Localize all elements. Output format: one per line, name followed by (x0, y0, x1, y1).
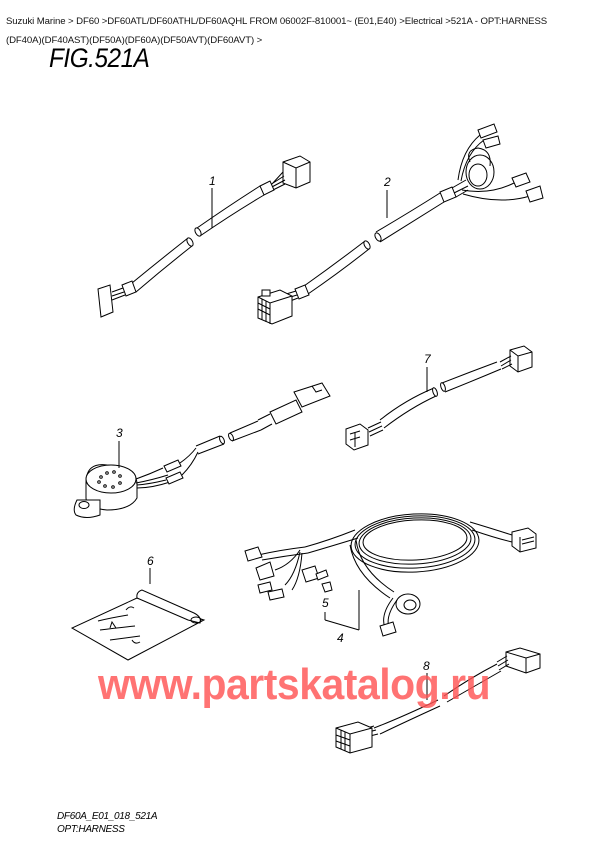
part-1-harness[interactable]: 1 (97, 155, 311, 318)
figure-footer: DF60A_E01_018_521A OPT:HARNESS (57, 810, 158, 836)
callout-3: 3 (116, 426, 123, 440)
part-3-buzzer[interactable]: 3 (73, 382, 331, 518)
callout-6: 6 (147, 554, 154, 568)
callout-7: 7 (424, 352, 432, 366)
part-8-extension-harness[interactable]: 8 (335, 647, 541, 754)
callout-8: 8 (423, 659, 430, 673)
figure-caption: OPT:HARNESS (57, 824, 125, 835)
part-6-sheet[interactable]: 6 (70, 554, 206, 661)
part-7-extension-harness[interactable]: 7 (345, 345, 533, 451)
callout-1: 1 (209, 174, 216, 188)
callout-4: 4 (337, 631, 344, 645)
breadcrumb-line-2[interactable]: (DF40A)(DF40AST)(DF50A)(DF60A)(DF50AVT)(… (6, 35, 263, 46)
part-4-main-harness[interactable]: 5 4 (244, 511, 537, 645)
part-2-harness[interactable]: 2 (257, 123, 544, 325)
breadcrumb-line-1[interactable]: Suzuki Marine > DF60 >DF60ATL/DF60ATHL/D… (6, 16, 548, 27)
breadcrumb: Suzuki Marine > DF60 >DF60ATL/DF60ATHL/D… (6, 12, 596, 50)
figure-code: DF60A_E01_018_521A (57, 811, 158, 822)
callout-5: 5 (322, 596, 329, 610)
callout-2: 2 (383, 175, 391, 189)
figure-title: FIG.521A (49, 43, 150, 73)
watermark: www.partskatalog.ru (98, 660, 491, 709)
